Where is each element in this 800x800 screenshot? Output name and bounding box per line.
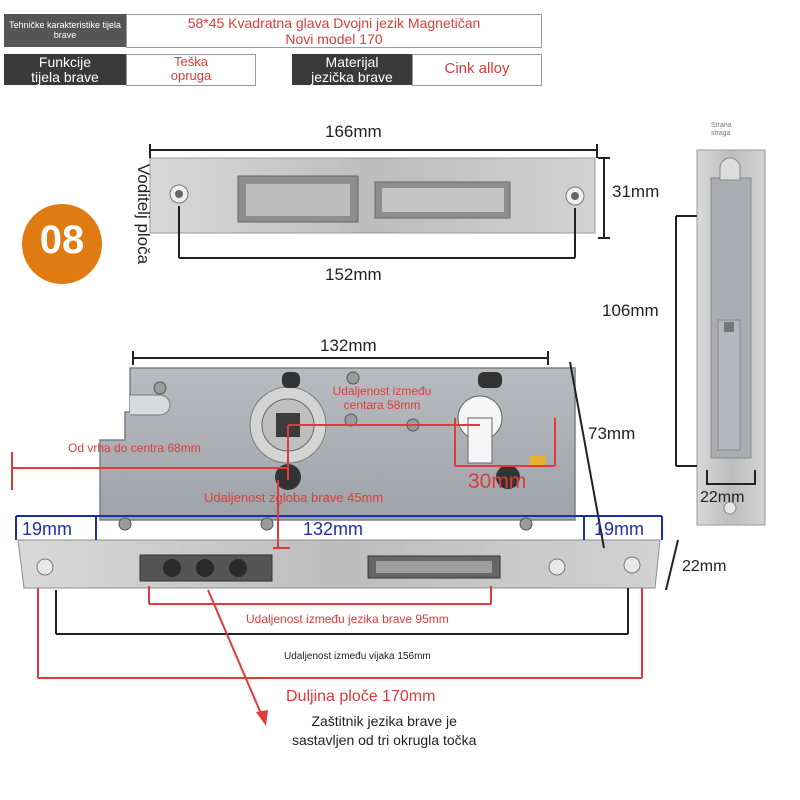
plate-length-label: Duljina ploče 170mm — [286, 688, 436, 705]
right-offset-label: 19mm — [594, 519, 645, 539]
spec-value-functions-line1: Teška — [174, 54, 208, 69]
note-arrowhead — [256, 710, 268, 726]
spec-value-model-line2: Novi model 170 — [285, 31, 383, 47]
blue-dims — [15, 515, 663, 540]
spec-label-material-line2: jezička brave — [311, 68, 393, 85]
spec-label-material-line1: Materijal — [325, 53, 379, 70]
body-width-blue-label: 132mm — [303, 519, 364, 539]
side-dims — [675, 215, 756, 485]
strike-holes-label: 152mm — [325, 265, 382, 284]
spec-label-characteristics-text: Tehničke karakteristike tijela brave — [8, 20, 122, 40]
strike-dims — [149, 144, 610, 259]
spec-value-model-line1: 58*45 Kvadratna glava Dvojni jezik Magne… — [187, 15, 481, 31]
spec-label-functions-line1: Funkcije — [38, 53, 92, 70]
badge-circle — [22, 204, 102, 284]
red-dims — [11, 418, 643, 717]
spec-label-material: Materijal jezička brave — [292, 54, 412, 85]
spec-label-characteristics: Tehničke karakteristike tijela brave — [4, 14, 126, 47]
front-faceplate — [17, 539, 661, 589]
left-offset-label: 19mm — [22, 519, 73, 539]
spec-value-functions-line2: opruga — [170, 68, 212, 83]
spec-value-model: 58*45 Kvadratna glava Dvojni jezik Magne… — [126, 14, 542, 48]
strike-height-label: 31mm — [612, 182, 660, 201]
latch-guard-note-line2: sastavljen od tri okrugla točka — [292, 732, 477, 748]
body-dims — [55, 351, 679, 635]
spec-label-functions-line2: tijela brave — [31, 68, 99, 85]
spec-value-material-text: Cink alloy — [444, 60, 510, 77]
backset-label: 30mm — [468, 470, 527, 493]
spec-value-functions: Teška opruga — [126, 54, 256, 86]
body-width-label: 132mm — [320, 336, 377, 355]
strike-plate — [149, 157, 596, 234]
plate-width-label: 22mm — [682, 558, 727, 575]
side-view-label: Strana straga — [711, 122, 732, 138]
badge-number: 08 — [39, 218, 85, 262]
body-height-label: 73mm — [588, 424, 636, 443]
center-distance-text: Udaljenost između centara 58mm — [332, 384, 432, 412]
latch-guard-note: Zaštitnik jezika brave je sastavljen od … — [292, 712, 476, 750]
strike-width-label: 166mm — [325, 122, 382, 141]
hinge-distance-label: Udaljenost zgloba brave 45mm — [204, 490, 384, 505]
latch-guard-note-line1: Zaštitnik jezika brave je — [311, 713, 457, 729]
screw-distance-label: Udaljenost između vijaka 156mm — [284, 651, 431, 662]
side-width-label: 22mm — [700, 489, 745, 506]
center-distance-label: Udaljenost između centara 58mm — [322, 384, 442, 412]
spec-value-material: Cink alloy — [412, 54, 542, 86]
side-faceplate — [696, 149, 766, 526]
side-height-label: 106mm — [602, 301, 659, 320]
latch-distance-label: Udaljenost između jezika brave 95mm — [246, 612, 449, 626]
strike-plate-title: Voditelj ploča — [134, 163, 153, 265]
side-view-label-line2: straga — [711, 130, 731, 137]
tip-to-center-label: Od vrha do centra 68mm — [68, 441, 201, 455]
side-view-label-line1: Strana — [711, 122, 732, 129]
spec-label-functions: Funkcije tijela brave — [4, 54, 126, 85]
